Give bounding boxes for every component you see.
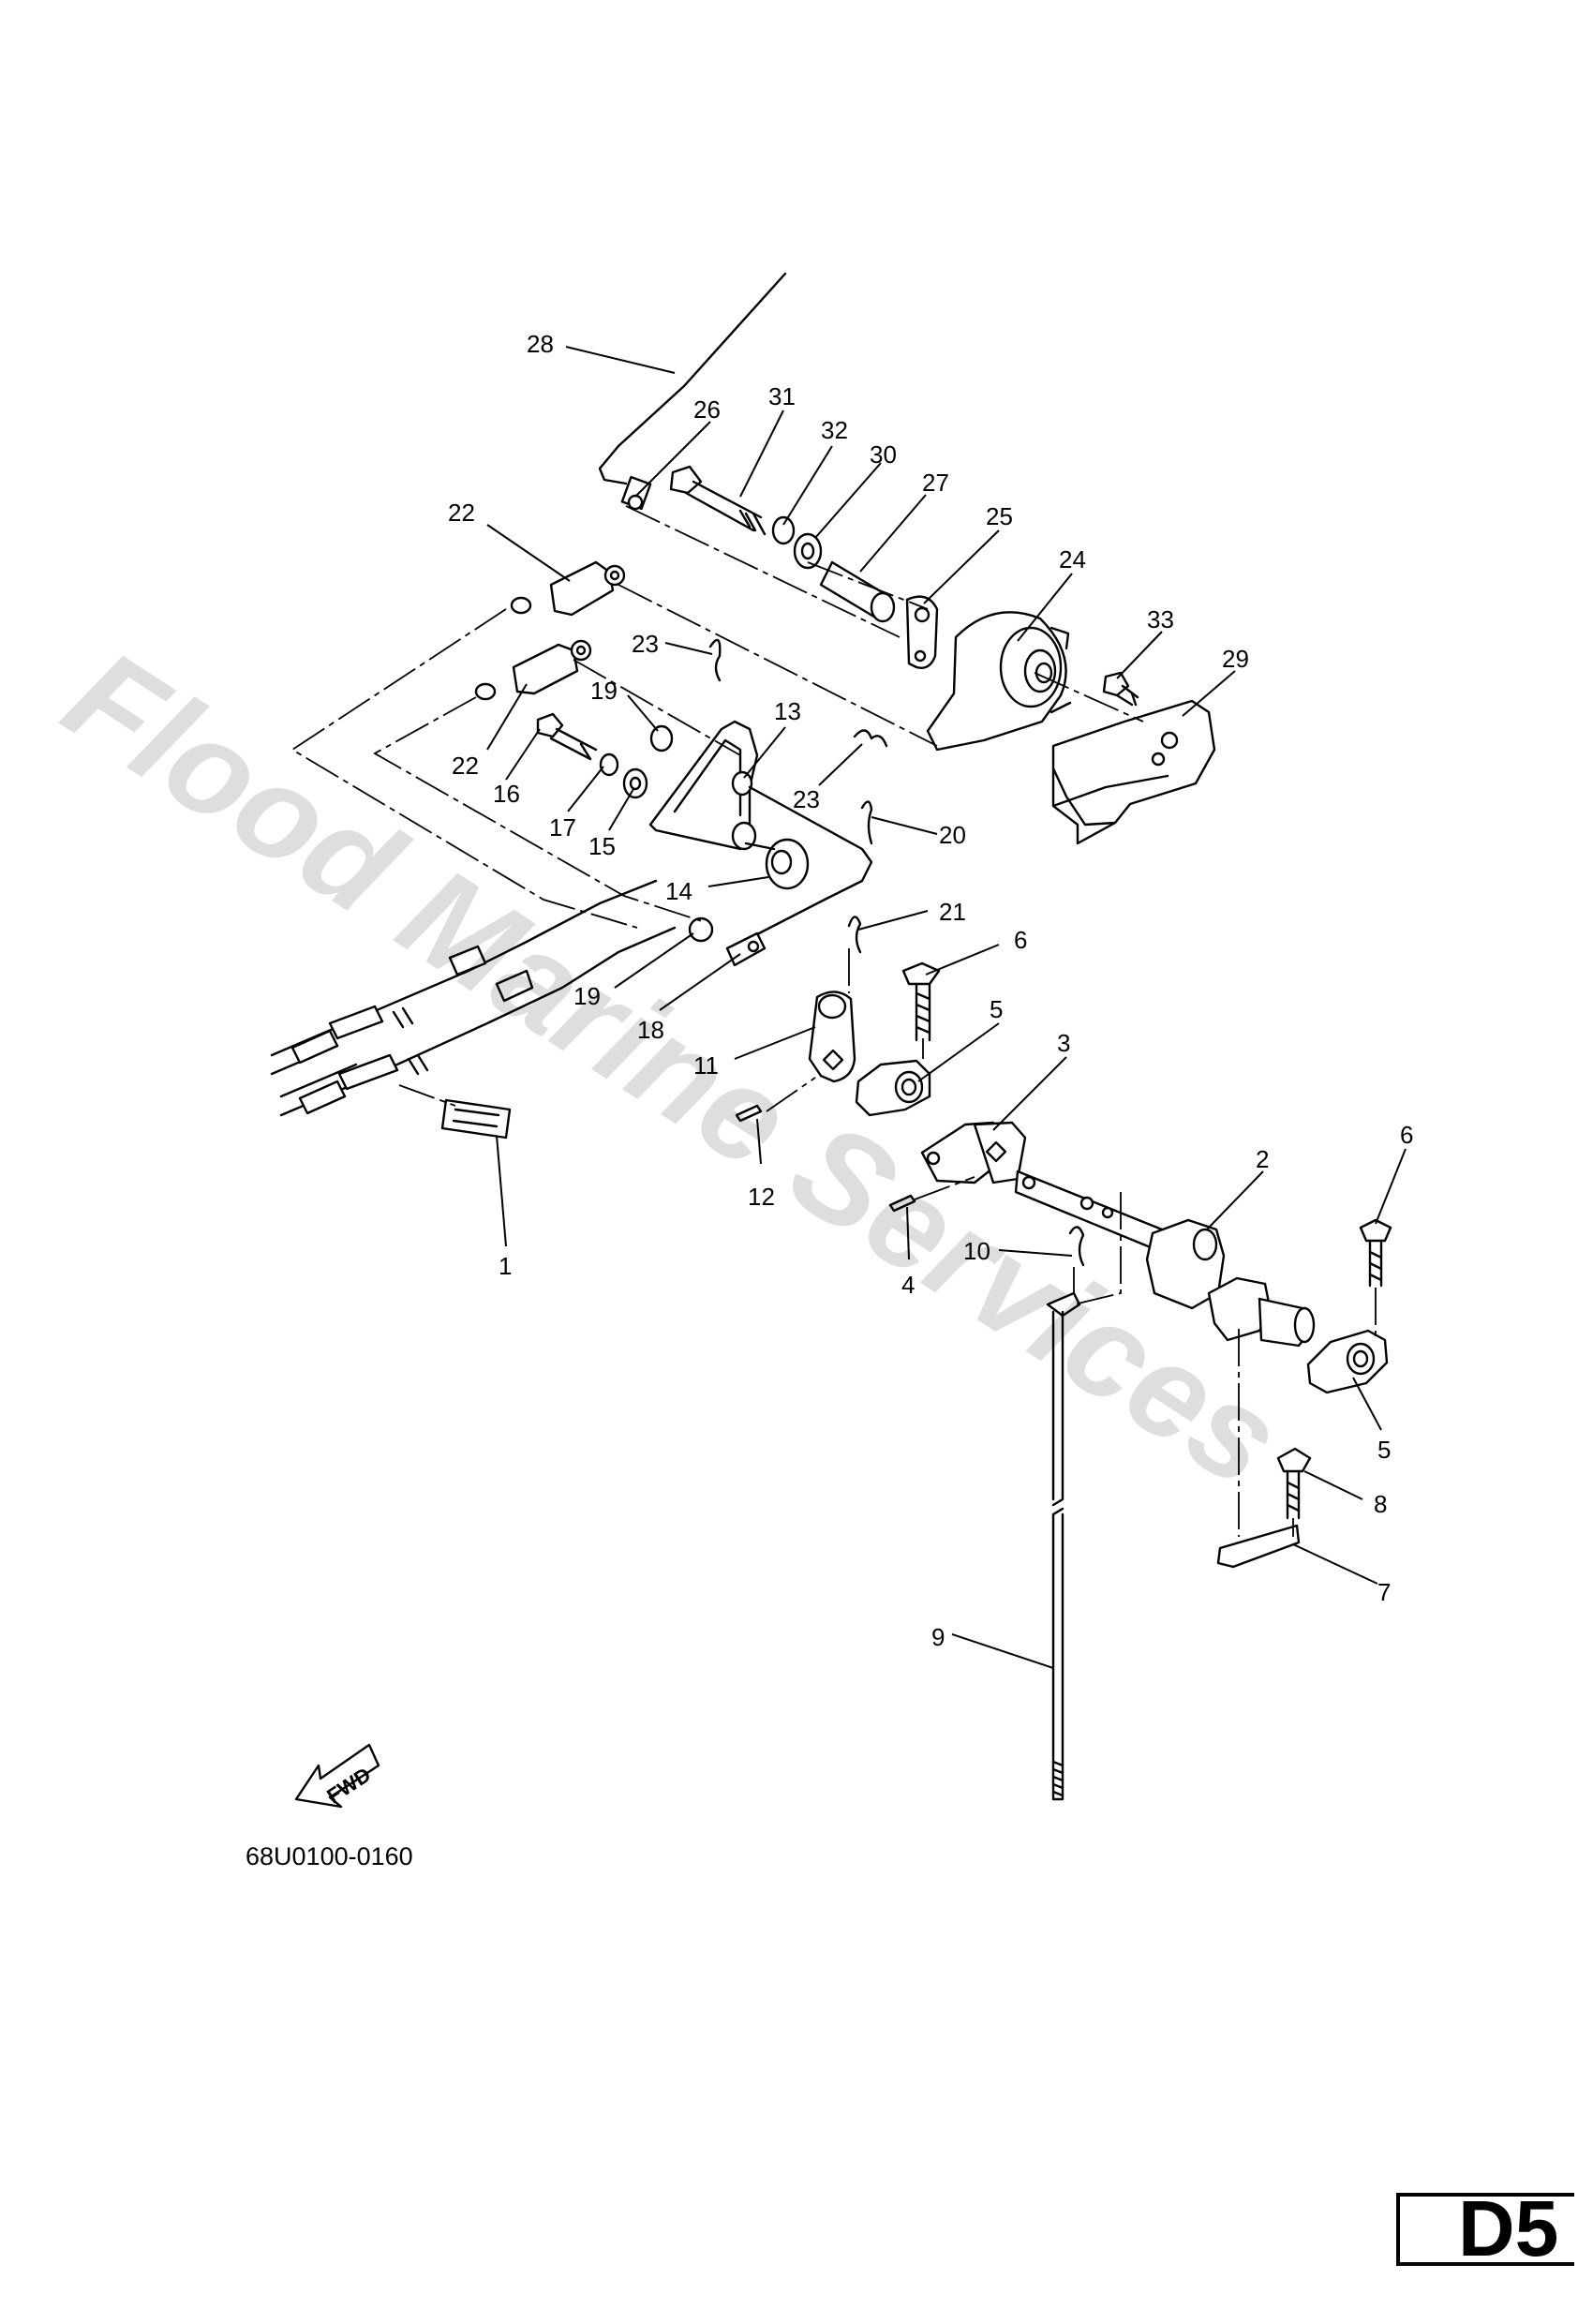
callout-15: 15	[588, 832, 616, 860]
callout-20: 20	[939, 821, 966, 849]
part-nut-upper	[510, 596, 532, 615]
part-25-plate	[905, 595, 939, 669]
page-tag-frame	[1396, 2193, 1574, 2266]
part-7-plate	[1216, 1524, 1301, 1569]
part-8-screw	[1276, 1447, 1312, 1520]
callout-3: 3	[1057, 1029, 1070, 1057]
part-14-collar	[744, 838, 810, 890]
part-26-joint	[620, 475, 652, 511]
part-6-screw-lower	[1359, 1218, 1392, 1288]
callout-17: 17	[549, 813, 576, 842]
part-2-shift-shaft	[1014, 1169, 1316, 1348]
callout-18: 18	[637, 1016, 664, 1044]
part-12-pin	[735, 1104, 763, 1123]
callout-32: 32	[821, 416, 848, 444]
part-19-washer-lower	[688, 916, 714, 943]
part-5-clamp-upper	[855, 1059, 931, 1117]
callout-22-lower: 22	[452, 752, 479, 780]
part-15-washer	[622, 767, 648, 799]
part-22-joint-upper	[549, 560, 626, 617]
page-tag: D5	[1458, 2184, 1559, 2272]
leader-lines	[486, 346, 1407, 1669]
callout-16: 16	[493, 780, 520, 808]
part-28-rod	[598, 272, 787, 485]
callout-25: 25	[986, 502, 1013, 530]
part-3-lever	[920, 1121, 1027, 1184]
callout-9: 9	[931, 1623, 945, 1651]
callout-4: 4	[901, 1271, 915, 1299]
part-17-washer	[599, 752, 619, 777]
part-10-clip	[1068, 1226, 1085, 1267]
part-29-bracket	[1051, 699, 1216, 845]
part-nut-lower	[474, 682, 497, 701]
part-31-bolt	[669, 465, 767, 536]
part-23-clip-upper	[708, 638, 722, 682]
part-24-throttle-cam	[926, 611, 1072, 752]
callout-5-upper: 5	[990, 995, 1003, 1023]
parts-drawing: FWD	[270, 272, 1392, 1808]
part-5-clamp-lower	[1306, 1329, 1389, 1394]
callout-22-upper: 22	[448, 499, 475, 527]
callout-10: 10	[963, 1237, 990, 1265]
callout-7: 7	[1377, 1578, 1391, 1606]
callout-8: 8	[1374, 1490, 1387, 1518]
part-9-long-rod	[1046, 1291, 1081, 1801]
callout-33: 33	[1147, 605, 1174, 633]
part-21-clip	[847, 916, 862, 954]
callout-6-lower: 6	[1400, 1121, 1413, 1149]
part-18-joint	[725, 931, 767, 967]
assembly-chain-lines	[290, 505, 1377, 1537]
callout-numbers: 28 26 31 32 30 27 25 24 33 29 22 23 19 1…	[448, 330, 1413, 1651]
part-6-screw-upper	[901, 961, 941, 1042]
part-4-pin	[888, 1194, 916, 1213]
part-33-screw	[1102, 671, 1139, 707]
part-20-clip	[860, 800, 873, 845]
callout-12: 12	[748, 1183, 775, 1211]
drawing-code: 68U0100-0160	[246, 1842, 413, 1870]
callout-1: 1	[499, 1252, 512, 1280]
callout-13: 13	[774, 697, 801, 725]
part-16-bolt	[536, 712, 598, 761]
part-19-washer-upper	[649, 724, 674, 752]
callout-27: 27	[922, 469, 949, 497]
callout-14: 14	[665, 877, 692, 905]
callout-28: 28	[527, 330, 554, 358]
callout-26: 26	[693, 395, 721, 424]
part-11-lever	[808, 991, 856, 1083]
callout-19-lower: 19	[573, 982, 601, 1010]
callout-11: 11	[693, 1051, 719, 1080]
part-32-washer	[771, 515, 796, 545]
part-30-washer	[793, 532, 823, 570]
part-22-joint-lower	[512, 639, 592, 695]
part-27-collar	[819, 560, 896, 623]
callout-30: 30	[870, 440, 897, 469]
callout-23-upper: 23	[632, 630, 659, 658]
callout-5-lower: 5	[1377, 1436, 1391, 1464]
part-1-cables	[270, 879, 677, 1117]
callout-6-upper: 6	[1014, 926, 1027, 954]
callout-19-upper: 19	[590, 677, 618, 705]
part-13-lever	[648, 720, 759, 851]
callout-24: 24	[1059, 545, 1086, 574]
callout-2: 2	[1256, 1145, 1269, 1173]
part-20-link-rod	[738, 785, 873, 945]
part-23-clip-lower	[853, 729, 888, 748]
fwd-arrow-icon: FWD	[294, 1743, 380, 1808]
part-1-label-tag	[440, 1098, 512, 1140]
callout-31: 31	[768, 382, 796, 410]
callout-23-lower: 23	[793, 785, 820, 813]
callout-29: 29	[1222, 645, 1249, 673]
callout-21: 21	[939, 898, 966, 926]
